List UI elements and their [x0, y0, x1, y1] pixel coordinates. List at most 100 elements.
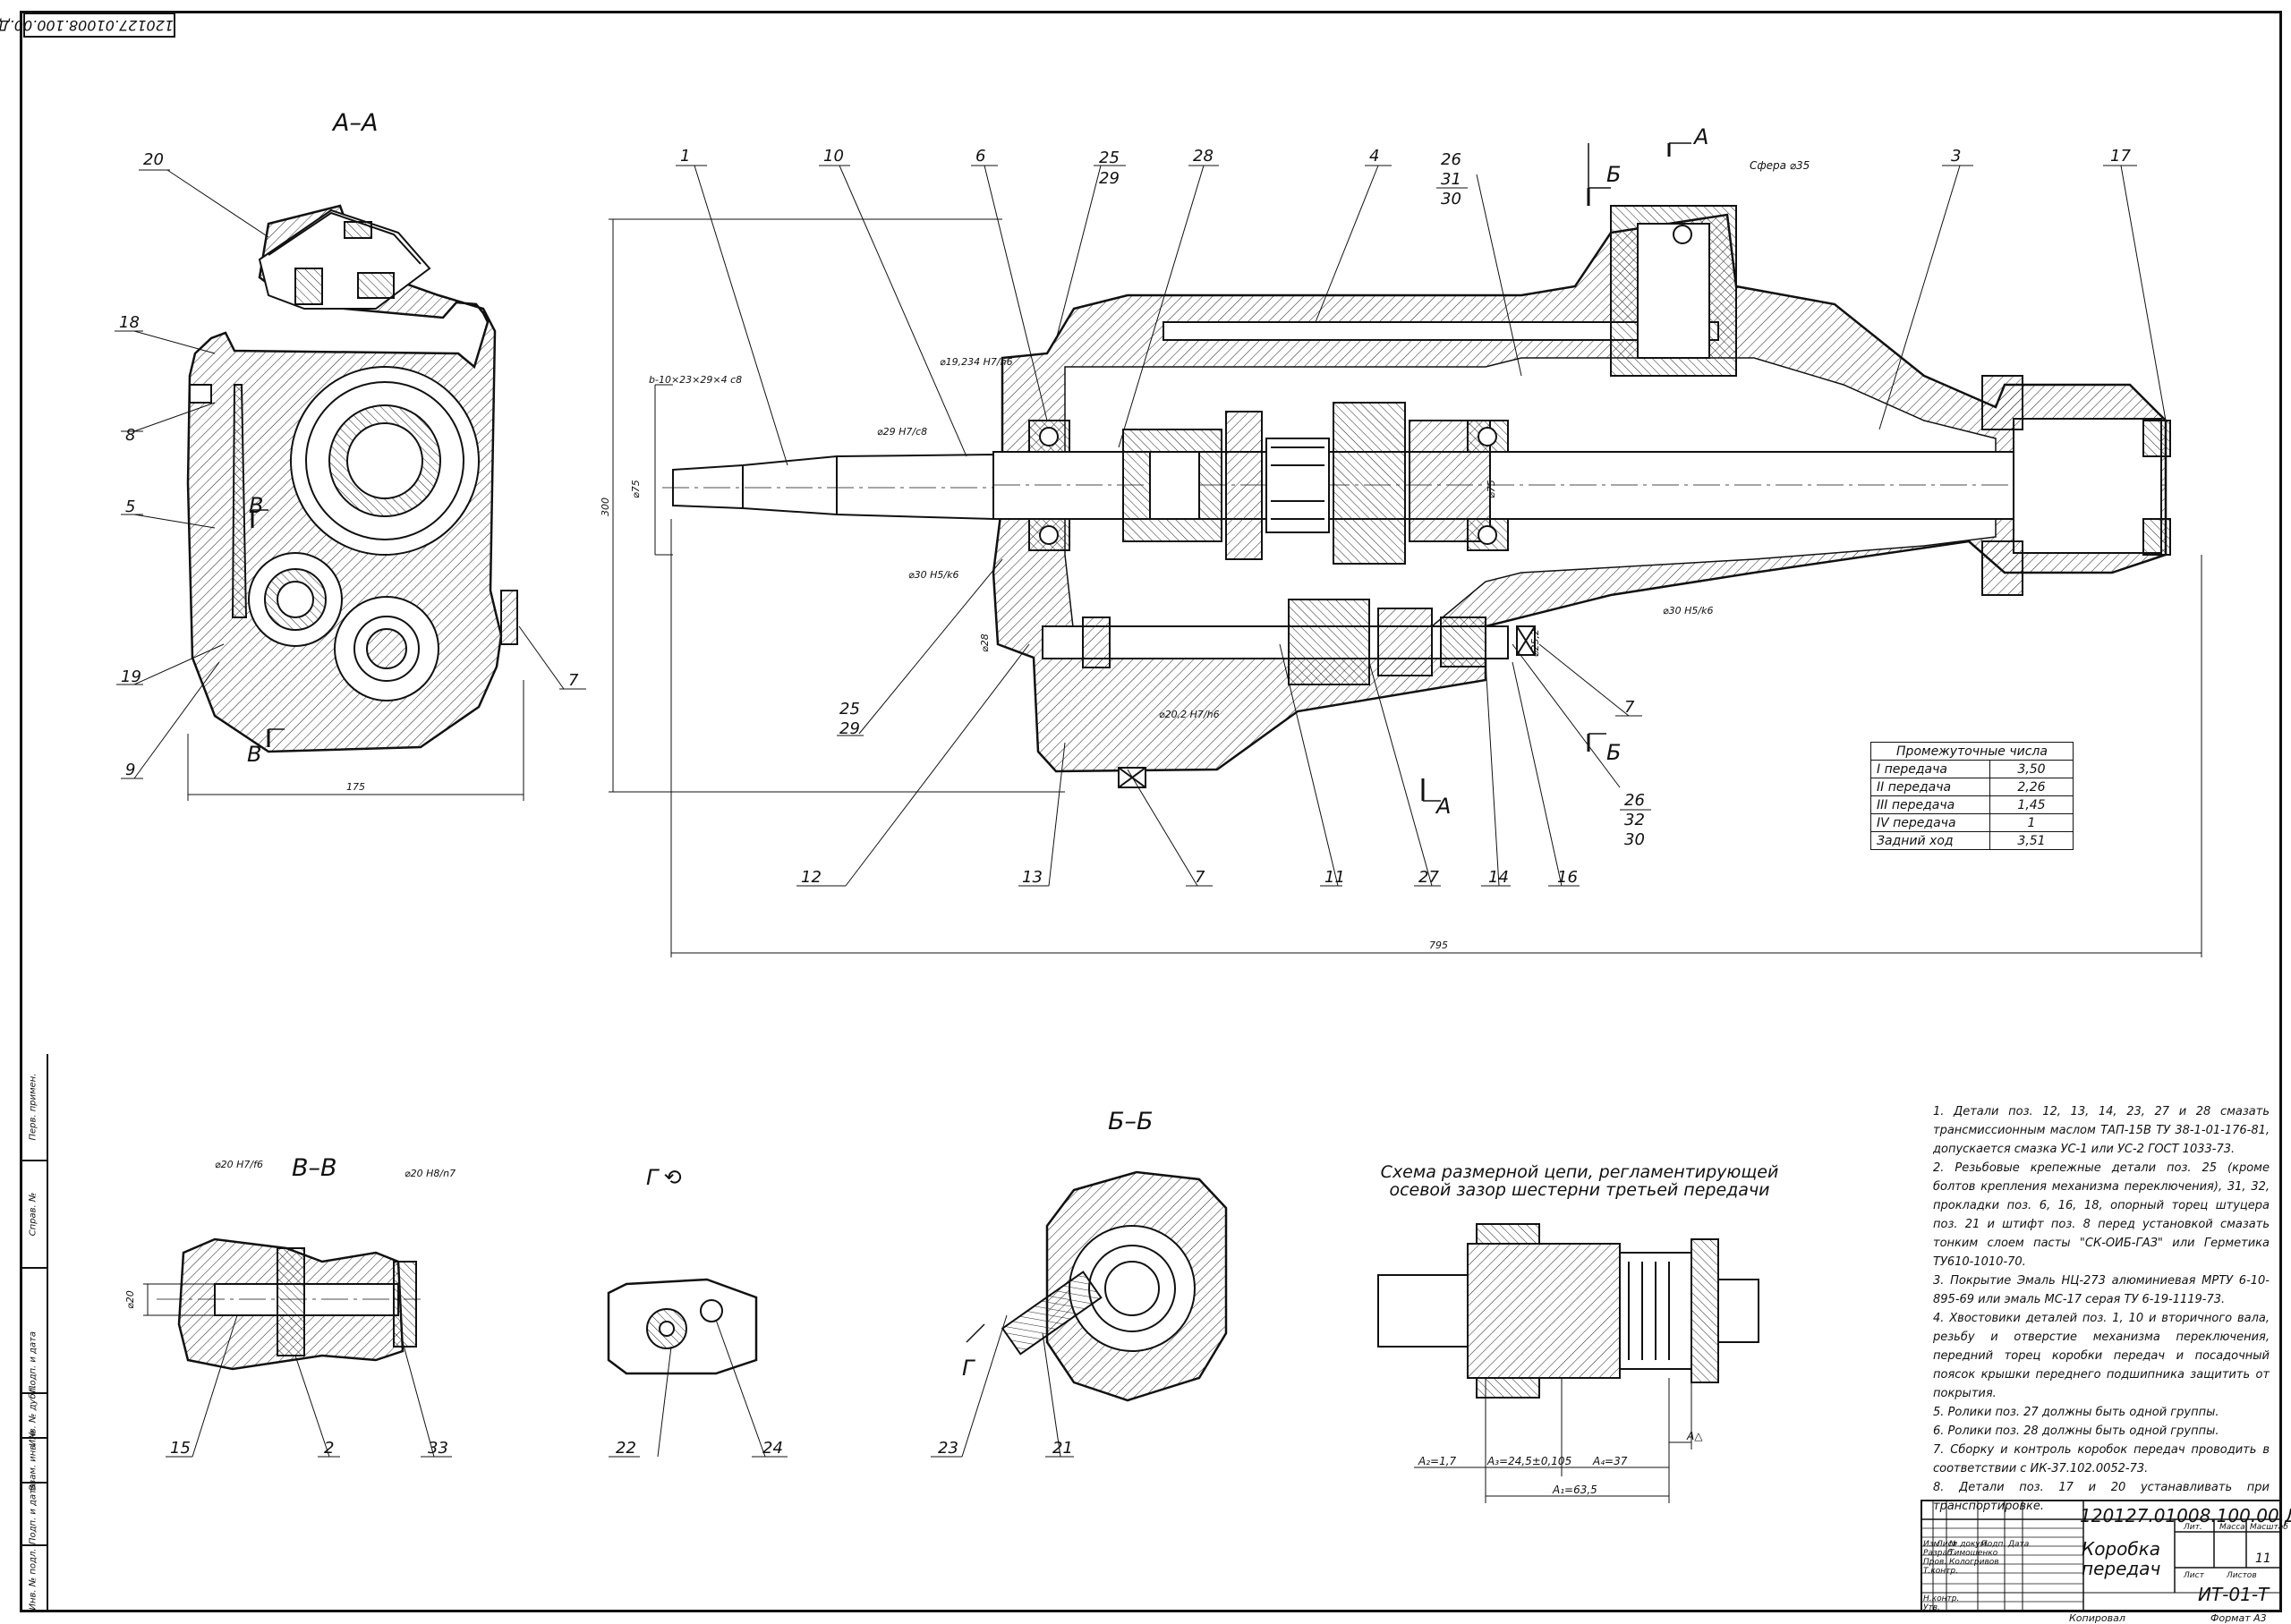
callout-24: 24 [762, 1439, 783, 1458]
drawing-code: 120127.01008.100.00.ДП.СБ [2080, 1505, 2291, 1526]
format-label: Формат А3 [2210, 1612, 2267, 1624]
col-sheet: Лист [2184, 1571, 2204, 1580]
dim-d20-2: ⌀20,2 H7/h6 [1159, 709, 1220, 720]
row-izm: Изм [1923, 1540, 1940, 1549]
side-cell: Взам. инв. № [20, 1430, 47, 1491]
callout-31: 31 [1441, 170, 1461, 189]
col-sheets: Листов [2227, 1571, 2257, 1580]
dim-d75b: ⌀75 [1485, 480, 1497, 498]
section-mark-v: В [249, 493, 264, 518]
row-sign: Подп. [1981, 1540, 2006, 1549]
callout-33: 33 [428, 1439, 448, 1458]
section-mark-b: Б [1606, 740, 1622, 765]
side-strip: Перв. примен. Справ. № Подп. и дата Инв.… [20, 1054, 48, 1612]
section-mark-v: В [247, 742, 262, 767]
dim-a4: A₄=37 [1593, 1455, 1628, 1467]
callout-16: 16 [1557, 868, 1578, 887]
callout-20: 20 [143, 150, 164, 169]
row-prov: Пров. [1923, 1558, 1947, 1567]
callout-26: 26 [1624, 791, 1645, 810]
callout-4: 4 [1369, 147, 1380, 166]
callout-30: 30 [1624, 830, 1645, 849]
dim-300: 300 [600, 497, 611, 516]
row-tkontr: Т.контр. [1923, 1567, 1959, 1576]
col-mass: Масса [2219, 1523, 2245, 1532]
view-title-aa: А–А [333, 109, 379, 137]
view-title-bb: Б–Б [1108, 1108, 1154, 1135]
dim-175: 175 [346, 781, 365, 793]
callout-underlines [115, 165, 2137, 1458]
dim-d75a: ⌀75 [629, 480, 642, 498]
dim-d30: ⌀30 H5/k6 [908, 569, 959, 581]
sheet-count: 11 [2255, 1552, 2271, 1566]
dim-d29: ⌀29 H7/c8 [877, 426, 928, 438]
callout-5: 5 [125, 497, 136, 516]
view-g-drawing [607, 1278, 766, 1458]
drawing-name: Коробка передач [2082, 1538, 2161, 1579]
callout-17: 17 [2110, 147, 2131, 166]
section-mark-a: А [1694, 124, 1709, 149]
callout-10: 10 [823, 147, 844, 166]
dim-a-delta: A△ [1687, 1430, 1703, 1442]
callout-6: 6 [975, 147, 986, 166]
callout-25: 25 [1099, 149, 1120, 167]
callout-12: 12 [801, 868, 822, 887]
callout-13: 13 [1022, 868, 1043, 887]
copied-label: Копировал [2069, 1612, 2125, 1624]
section-mark-g: Г [962, 1356, 975, 1381]
row-doc: № докум. [1949, 1540, 1989, 1549]
title-block: 120127.01008.100.00.ДП.СБ Коробка переда… [1921, 1500, 2291, 1612]
section-mark-b: Б [1606, 162, 1622, 187]
side-cell: Подп. и дата [20, 1484, 47, 1546]
col-scale: Масштаб [2250, 1523, 2288, 1532]
callout-18: 18 [119, 313, 140, 332]
dim-d20b: ⌀20 H8/n7 [405, 1168, 456, 1179]
name-prov: Кологривов [1949, 1558, 1999, 1567]
view-bb-drawing [961, 1170, 1228, 1458]
note-item: 3. Покрытие Эмаль НЦ-273 алюминиевая МРТ… [1933, 1274, 2270, 1306]
view-aa-drawing [133, 169, 565, 801]
section-mark-a: А [1436, 794, 1452, 819]
row-razrab: Разраб. [1923, 1549, 1955, 1558]
callout-25: 25 [839, 700, 860, 718]
row-nkontr: Н.контр. [1923, 1594, 1960, 1603]
callout-21: 21 [1052, 1439, 1073, 1458]
callout-26: 26 [1441, 150, 1461, 169]
row-date: Дата [2008, 1540, 2030, 1549]
row-utv: Утв. [1923, 1603, 1940, 1612]
callout-7: 7 [1624, 698, 1635, 717]
dim-d30b: ⌀30 H5/k6 [1663, 605, 1714, 616]
note-item: 2. Резьбовые крепежные детали поз. 25 (к… [1933, 1161, 2270, 1269]
scheme-title: Схема размерной цепи, регламентирующей о… [1380, 1162, 1779, 1200]
callout-28: 28 [1193, 147, 1214, 166]
dim-a1: A₁=63,5 [1553, 1484, 1597, 1496]
dim-d20c: ⌀20 [123, 1290, 136, 1309]
technical-notes: 1. Детали поз. 12, 13, 14, 23, 27 и 28 с… [1933, 1102, 2270, 1516]
callout-9: 9 [125, 761, 136, 779]
callout-7: 7 [1195, 868, 1205, 887]
callout-22: 22 [616, 1439, 636, 1458]
dim-d25: ⌀25,2 [1529, 628, 1542, 658]
dim-d20a: ⌀20 H7/f6 [215, 1159, 263, 1170]
dim-spline: b-10×23×29×4 c8 [649, 374, 743, 386]
callout-2: 2 [324, 1439, 335, 1458]
dim-d28: ⌀28 [978, 633, 991, 652]
callout-1: 1 [680, 147, 691, 166]
dim-d19: ⌀19,234 H7/h6 [940, 356, 1013, 368]
view-title-g: Г ⟲ [646, 1165, 684, 1190]
col-lit: Лит. [2184, 1523, 2202, 1532]
callout-23: 23 [938, 1439, 958, 1458]
callout-15: 15 [170, 1439, 191, 1458]
titleblock-lines [1921, 1500, 2282, 1612]
callout-30: 30 [1441, 190, 1461, 208]
note-item: 8. Детали поз. 17 и 20 устанавливать при… [1933, 1481, 2270, 1513]
name-razrab: Тимошенко [1949, 1549, 1998, 1558]
view-title-vv: В–В [292, 1154, 337, 1182]
side-cell: Перв. примен. [20, 1054, 47, 1161]
ratio-table-header: Промежуточные числа [1870, 742, 2074, 761]
